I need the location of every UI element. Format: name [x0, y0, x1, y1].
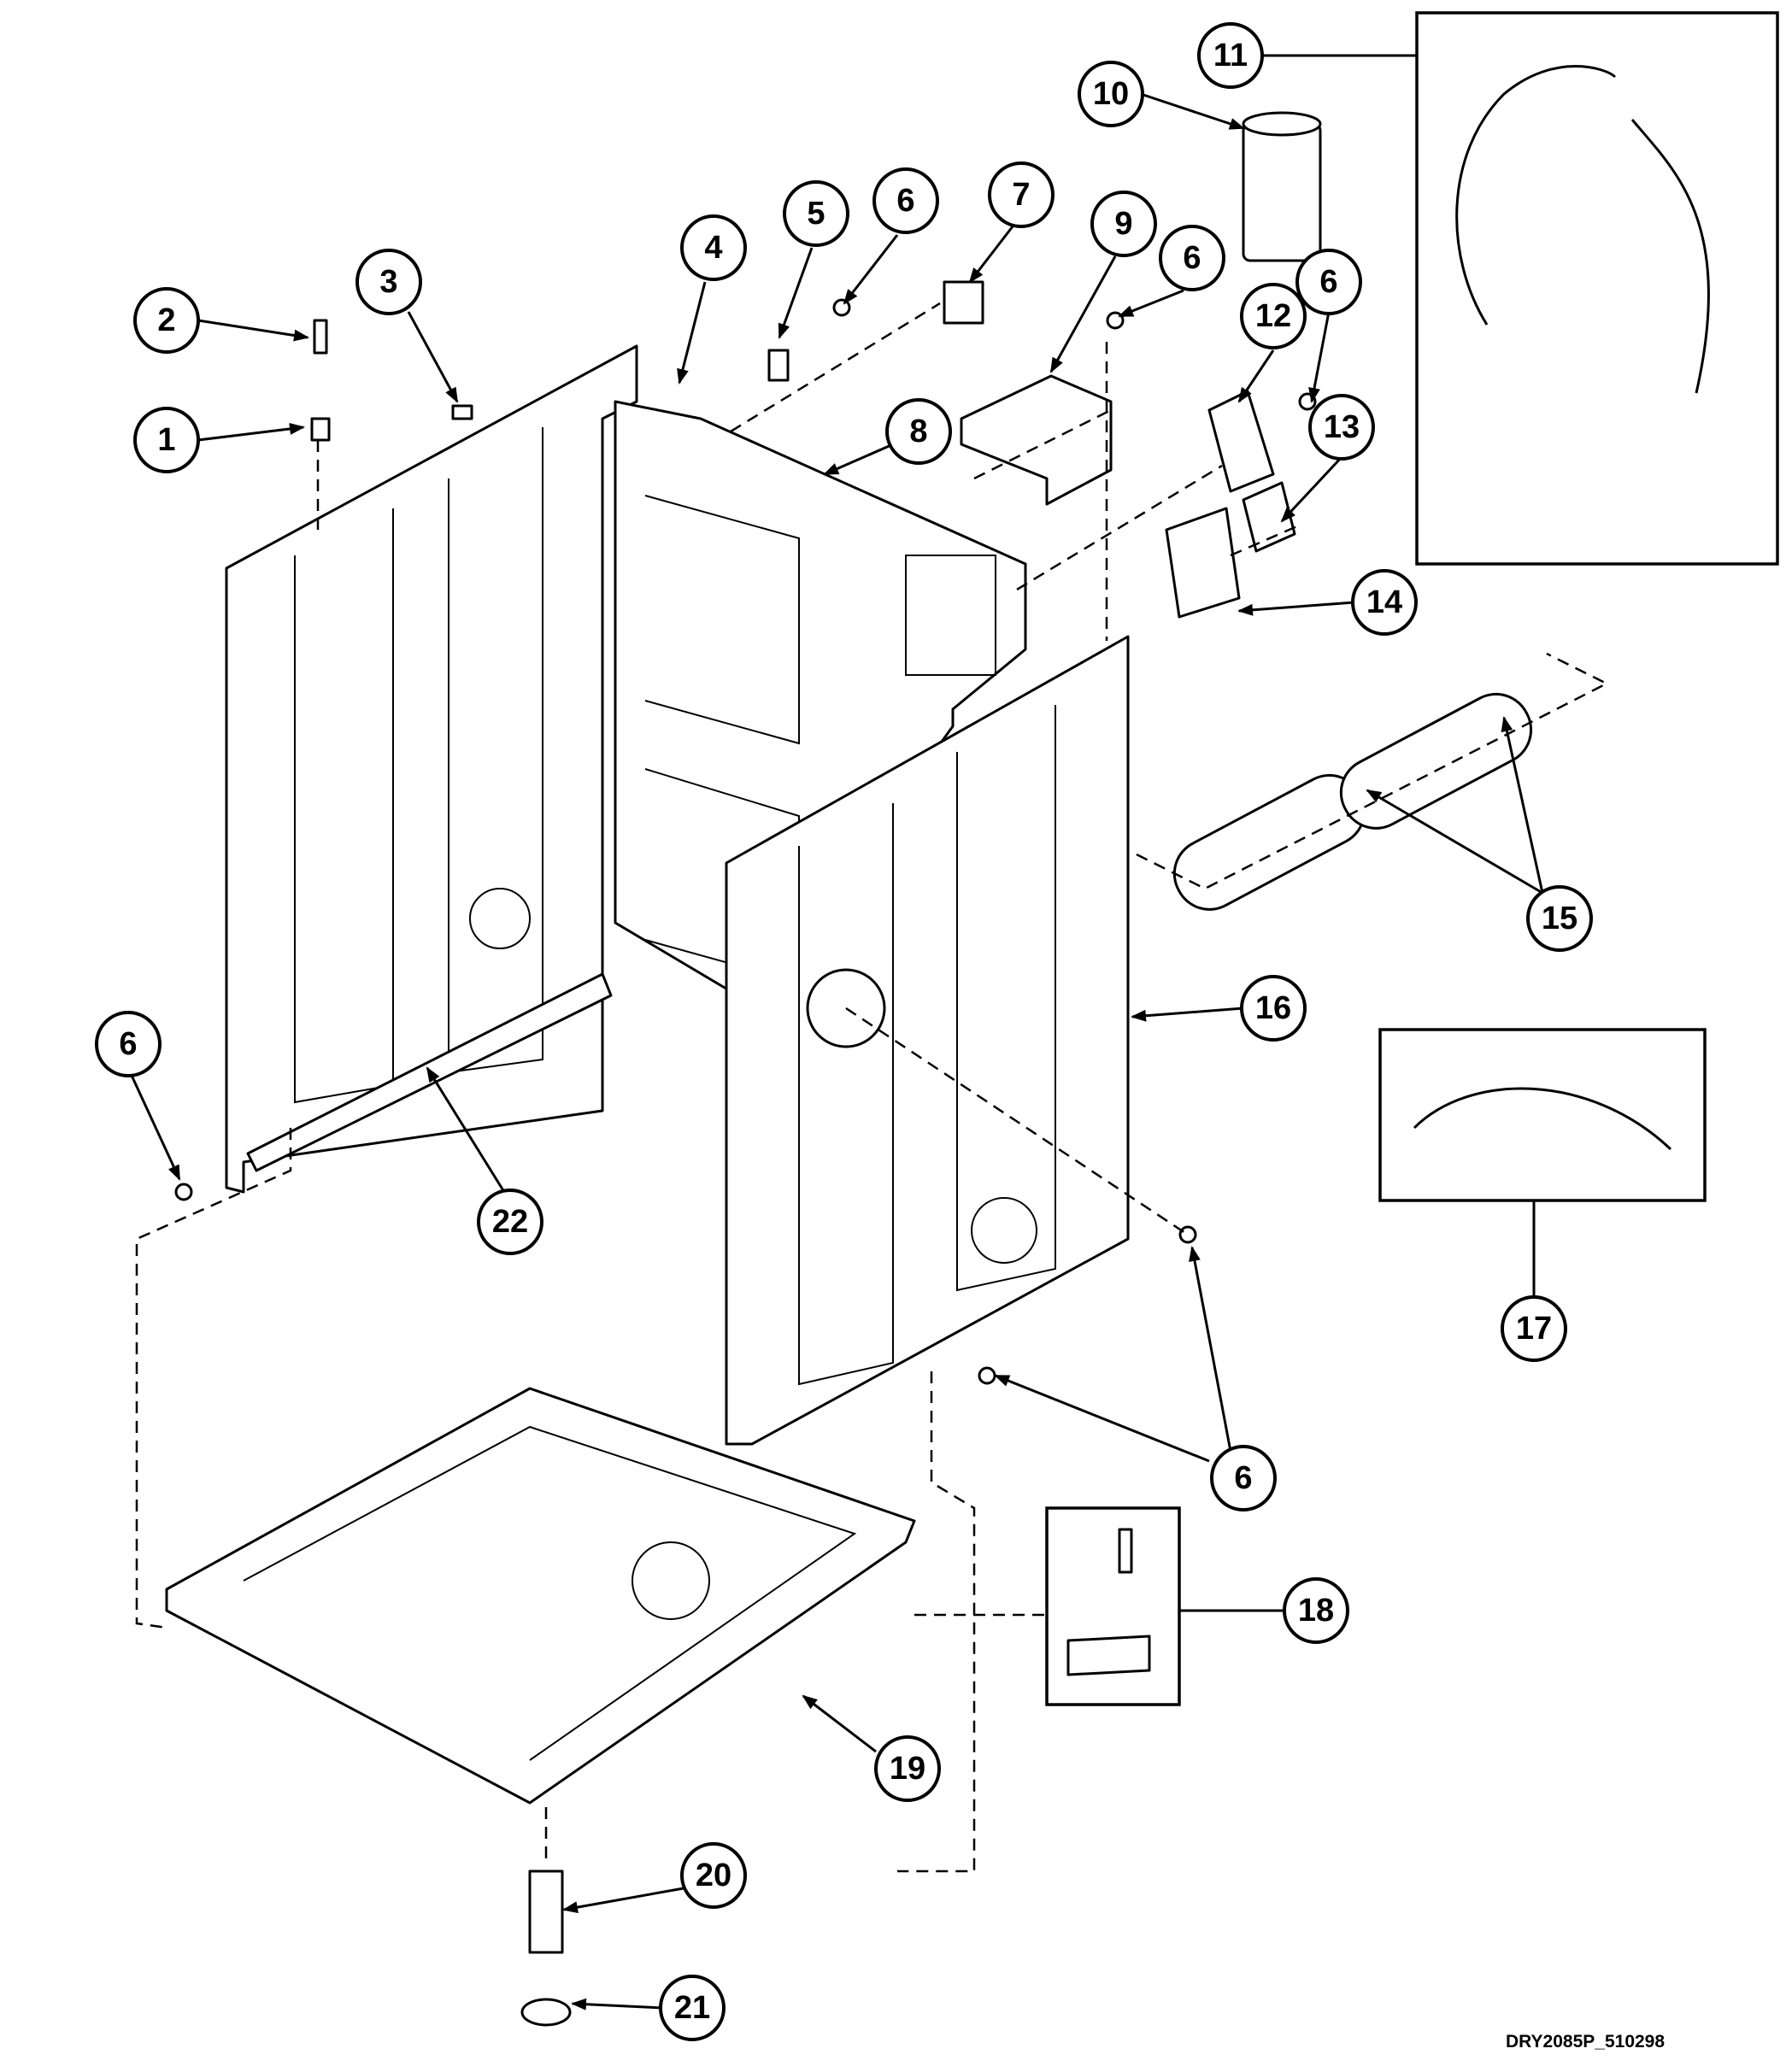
callout-4: 4: [680, 214, 747, 281]
callout-2: 2: [133, 287, 200, 354]
small-plates: [943, 280, 1296, 619]
svg-text:1: 1: [157, 422, 175, 458]
inset-flex-duct: [1378, 1028, 1707, 1202]
svg-text:6: 6: [1234, 1460, 1252, 1496]
inset-dryer-vent-kit: [1415, 11, 1779, 566]
callout-11: 11: [1197, 22, 1264, 89]
fasteners: [174, 298, 1317, 1385]
callout-21: 21: [659, 1975, 726, 2041]
svg-text:6: 6: [119, 1026, 137, 1062]
cabinet-side-panel-left: [225, 344, 638, 1194]
callout-16: 16: [1240, 975, 1307, 1042]
callout-15: 15: [1526, 885, 1593, 952]
svg-text:22: 22: [492, 1204, 528, 1240]
drawing-code: DRY2085P_510298: [1506, 2032, 1666, 2051]
alignment-lines: [135, 302, 1609, 1873]
callout-5: 5: [783, 180, 849, 247]
callout-6-a: 6: [872, 167, 939, 234]
duct-bracket: [960, 374, 1113, 506]
callout-12: 12: [1240, 283, 1307, 349]
svg-text:12: 12: [1255, 298, 1291, 334]
callout-17: 17: [1501, 1295, 1567, 1362]
svg-text:10: 10: [1093, 76, 1129, 112]
svg-text:17: 17: [1516, 1311, 1552, 1347]
callout-9: 9: [1090, 191, 1157, 257]
svg-text:3: 3: [379, 264, 397, 300]
callout-6-d: 6: [95, 1011, 162, 1077]
callout-10: 10: [1078, 61, 1144, 127]
exhaust-duct-pieces: [1172, 692, 1533, 911]
svg-text:5: 5: [807, 196, 825, 232]
callout-18: 18: [1283, 1577, 1349, 1644]
callout-20: 20: [680, 1842, 747, 1909]
callout-14: 14: [1351, 569, 1418, 636]
svg-text:21: 21: [674, 1990, 710, 2026]
svg-text:13: 13: [1324, 409, 1360, 445]
svg-text:6: 6: [1183, 240, 1201, 276]
svg-text:4: 4: [704, 230, 722, 266]
svg-text:9: 9: [1114, 206, 1132, 242]
callout-8: 8: [885, 398, 952, 465]
svg-text:2: 2: [157, 302, 175, 338]
svg-text:20: 20: [696, 1858, 731, 1893]
svg-text:19: 19: [890, 1751, 925, 1787]
callout-3: 3: [355, 249, 422, 315]
callout-19: 19: [874, 1735, 941, 1802]
leader-lines: [126, 54, 1544, 2010]
callout-7: 7: [988, 161, 1055, 228]
callout-22: 22: [477, 1189, 543, 1255]
svg-text:8: 8: [909, 414, 927, 449]
svg-text:7: 7: [1012, 177, 1030, 213]
cabinet-front-panel-right: [725, 635, 1130, 1446]
leveling-leg: [520, 1869, 572, 2027]
svg-text:11: 11: [1213, 38, 1248, 73]
exhaust-tube: [1242, 111, 1322, 262]
svg-text:6: 6: [1319, 264, 1337, 300]
base-pan: [165, 1387, 916, 1805]
callout-1: 1: [133, 407, 200, 473]
svg-text:6: 6: [896, 183, 914, 219]
callout-6-b: 6: [1159, 225, 1225, 291]
callout-6-c: 6: [1295, 249, 1362, 315]
callout-6-e: 6: [1210, 1445, 1277, 1511]
svg-text:15: 15: [1542, 901, 1577, 936]
svg-text:16: 16: [1255, 990, 1291, 1026]
svg-text:14: 14: [1366, 584, 1402, 620]
inset-hardware: [1045, 1506, 1181, 1706]
svg-text:18: 18: [1298, 1593, 1334, 1629]
callout-13: 13: [1308, 394, 1375, 461]
